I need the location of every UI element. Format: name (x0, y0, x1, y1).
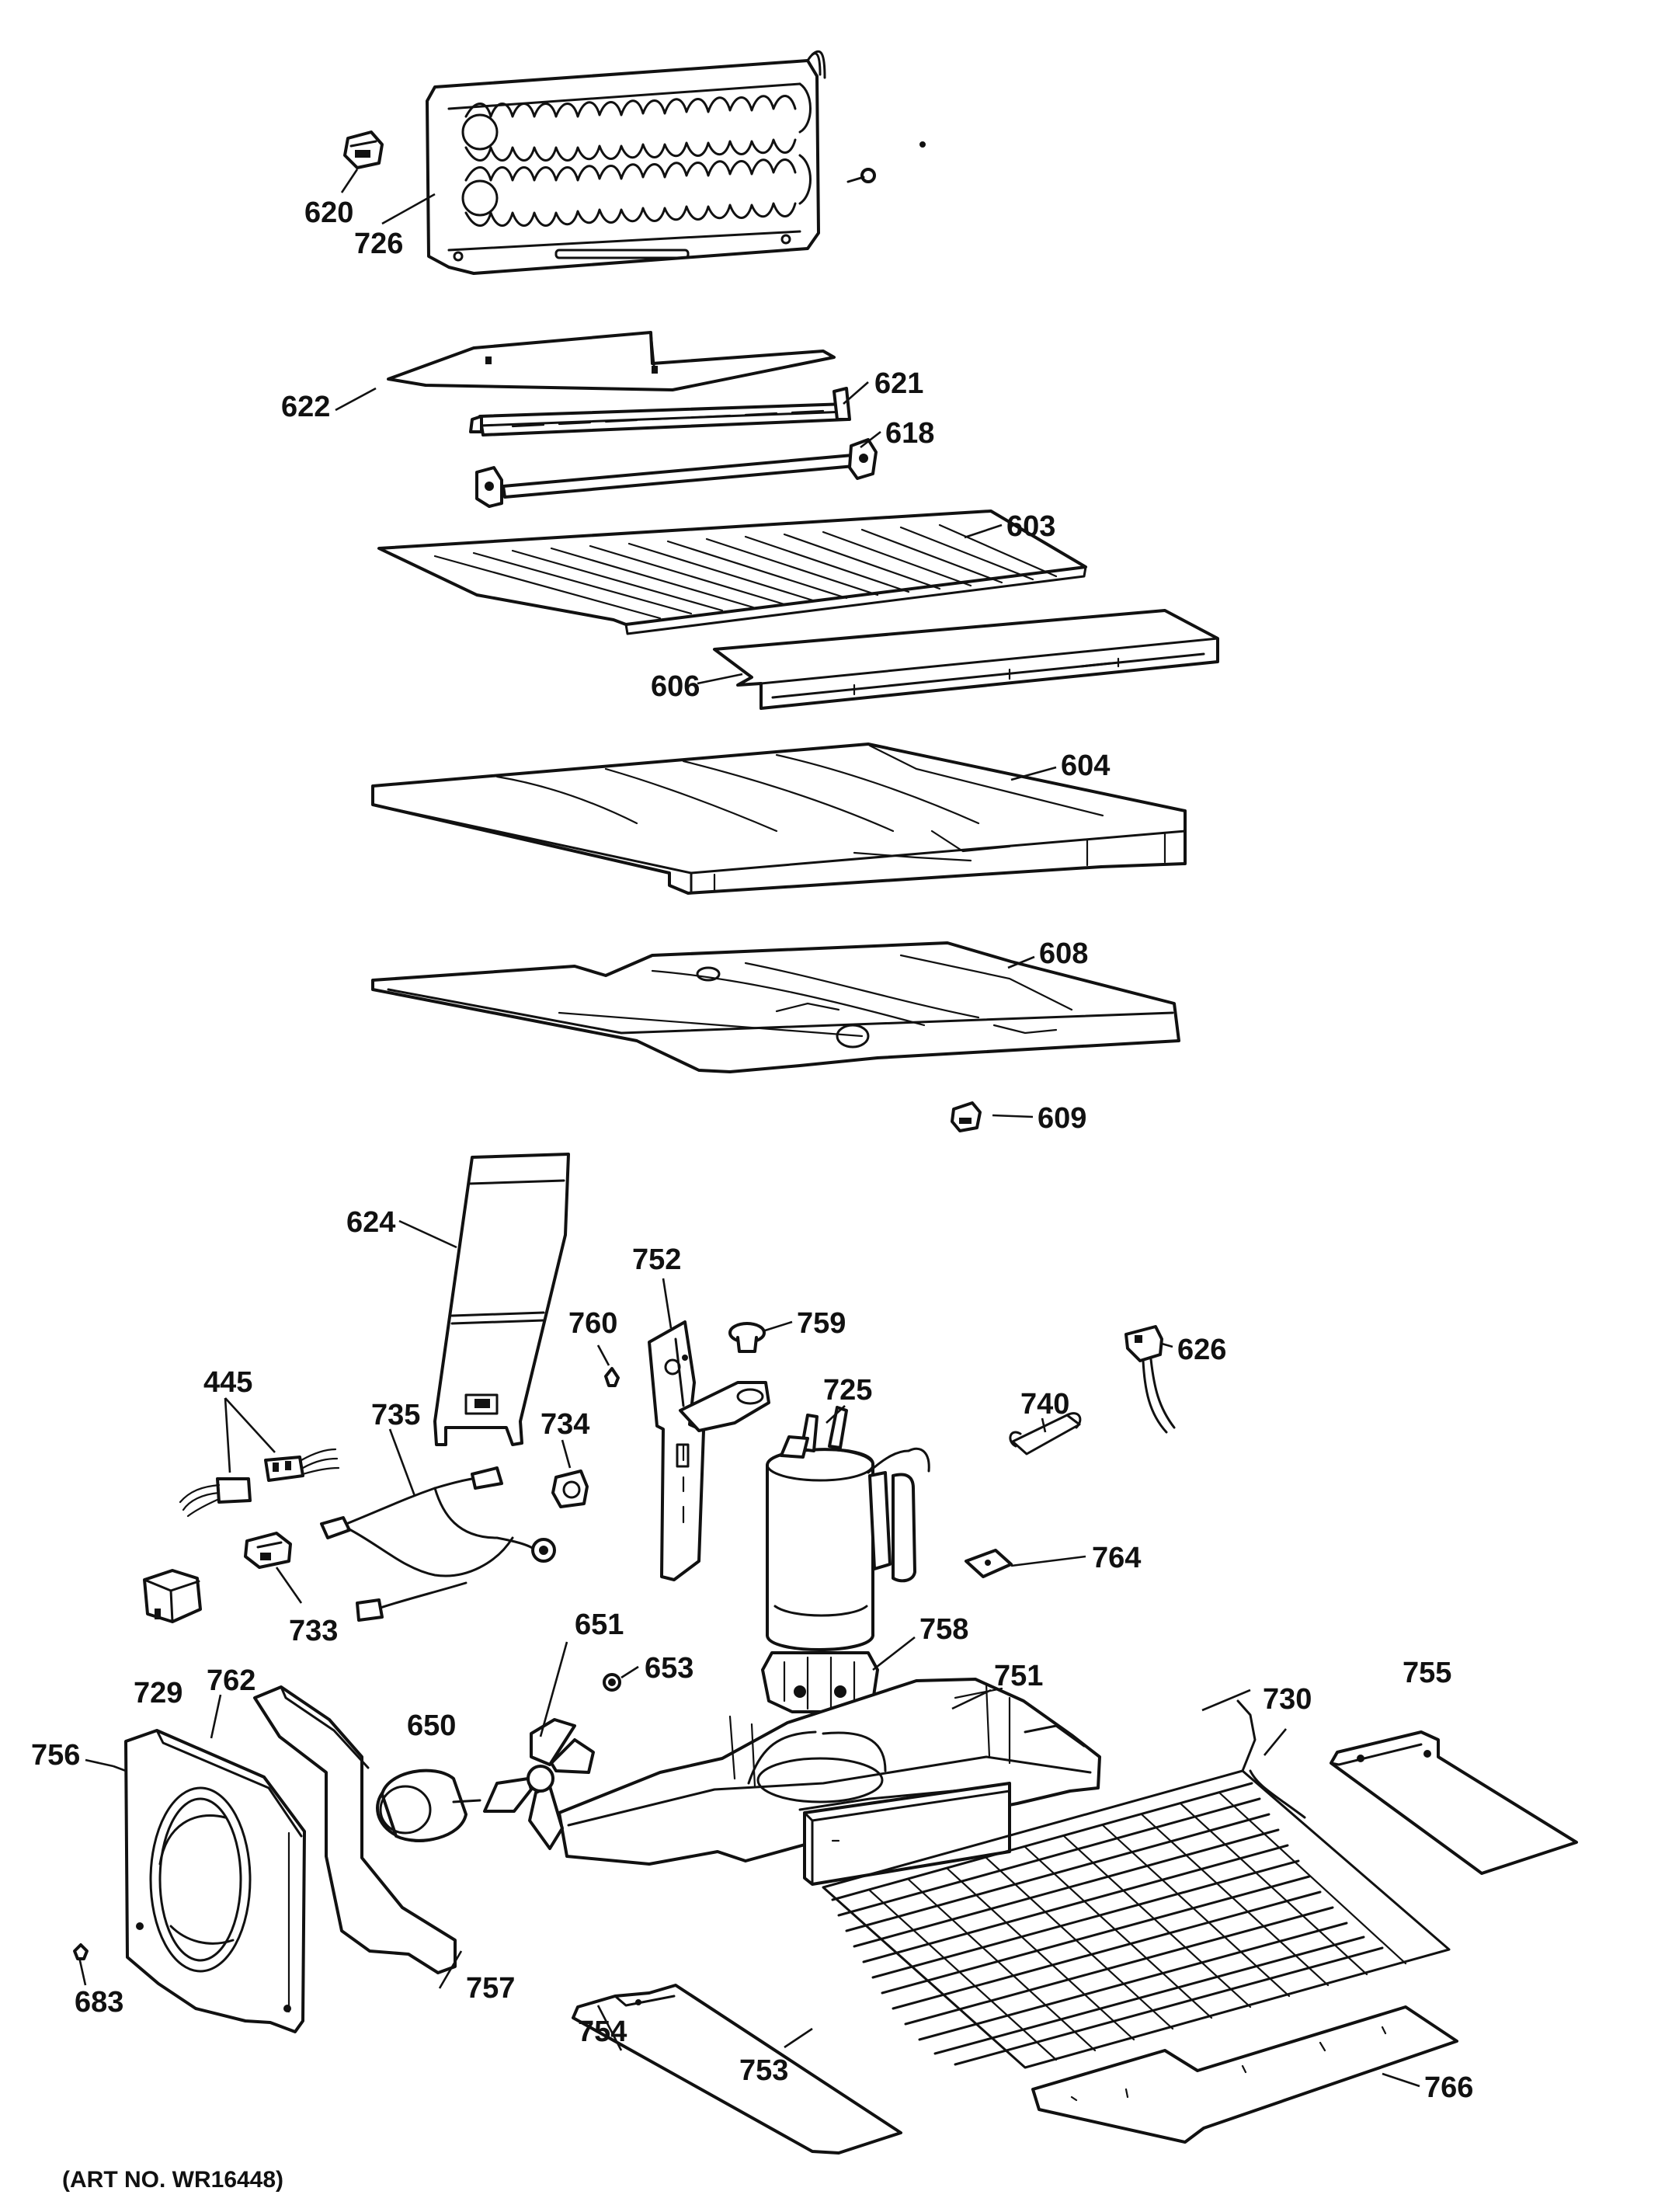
callout-740: 740 (1020, 1388, 1069, 1421)
part-725-compressor (766, 1406, 930, 1651)
part-760-screw (604, 1367, 620, 1387)
part-752-bracket (648, 1320, 770, 1581)
callout-734: 734 (541, 1408, 589, 1441)
callout-735: 735 (371, 1399, 420, 1431)
callout-757: 757 (466, 1972, 515, 2005)
callout-618: 618 (885, 417, 934, 450)
callout-725: 725 (823, 1374, 872, 1407)
part-651-fan-blade (483, 1718, 595, 1850)
callout-752: 752 (632, 1243, 681, 1276)
part-757-gasket (253, 1685, 457, 1974)
part-733-switch (244, 1532, 292, 1569)
callout-764: 764 (1092, 1542, 1141, 1574)
part-603-shelf (377, 510, 1087, 635)
part-754-panel (572, 1984, 902, 2155)
part-734-thermostat (551, 1469, 589, 1508)
part-624-duct (433, 1153, 570, 1446)
part-606-tray (713, 609, 1219, 710)
callout-726: 726 (354, 228, 403, 260)
callout-653: 653 (645, 1652, 693, 1685)
callout-labels: 620 726 622 621 618 603 606 604 608 609 … (31, 197, 1473, 2104)
callout-730: 730 (1263, 1683, 1312, 1716)
part-618-heater (475, 438, 878, 508)
part-626-power-cord (1124, 1325, 1176, 1434)
callout-651: 651 (575, 1609, 624, 1641)
callout-753: 753 (739, 2054, 788, 2087)
part-729-relay (143, 1569, 202, 1623)
part-753-strip (803, 1782, 1011, 1886)
art-number: (ART NO. WR16448) (62, 2167, 283, 2193)
callout-729: 729 (134, 1677, 182, 1709)
part-621-bracket (469, 387, 851, 436)
callout-603: 603 (1006, 510, 1055, 543)
callout-759: 759 (797, 1307, 846, 1340)
coil-windings (461, 82, 812, 227)
leader-lines (78, 169, 1420, 2088)
callout-621: 621 (874, 367, 923, 400)
callout-751: 751 (994, 1660, 1043, 1692)
callout-766: 766 (1424, 2071, 1473, 2104)
part-764-plate (965, 1549, 1013, 1578)
part-758-mount (761, 1651, 879, 1735)
callout-760: 760 (568, 1307, 617, 1340)
part-759-grommet (728, 1322, 766, 1353)
callout-609: 609 (1038, 1102, 1086, 1135)
part-730-condenser (822, 1699, 1451, 2069)
part-756-shroud (124, 1729, 306, 2033)
part-604-panel (371, 743, 1187, 895)
callout-754: 754 (578, 2015, 627, 2048)
callout-683: 683 (75, 1986, 123, 2019)
callout-624: 624 (346, 1206, 395, 1239)
part-609-clip (951, 1101, 982, 1132)
callout-604: 604 (1061, 750, 1110, 782)
callout-606: 606 (651, 670, 700, 703)
callout-626: 626 (1177, 1334, 1226, 1366)
callout-755: 755 (1403, 1657, 1451, 1689)
callout-756: 756 (31, 1739, 80, 1772)
part-650-fan-motor (376, 1769, 481, 1842)
callout-650: 650 (407, 1709, 456, 1742)
part-735-harness (320, 1466, 556, 1622)
callout-608: 608 (1039, 937, 1088, 970)
part-726-evaporator (426, 50, 826, 275)
part-683-screw (73, 1943, 89, 1960)
callout-620: 620 (304, 197, 353, 229)
callout-758: 758 (919, 1613, 968, 1646)
part-608-pan (371, 941, 1180, 1073)
part-620-clip (343, 130, 384, 169)
part-653-nut (603, 1673, 621, 1692)
part-740-spring-clip (1009, 1412, 1082, 1456)
callout-622: 622 (281, 391, 330, 423)
part-766-pad (1031, 2005, 1458, 2144)
part-755-cover (1330, 1730, 1578, 1875)
callout-445: 445 (203, 1366, 252, 1399)
callout-762: 762 (207, 1664, 255, 1697)
part-622-cover (387, 331, 836, 391)
part-445-connectors (179, 1448, 340, 1518)
screw (846, 141, 926, 183)
callout-733: 733 (289, 1615, 338, 1647)
